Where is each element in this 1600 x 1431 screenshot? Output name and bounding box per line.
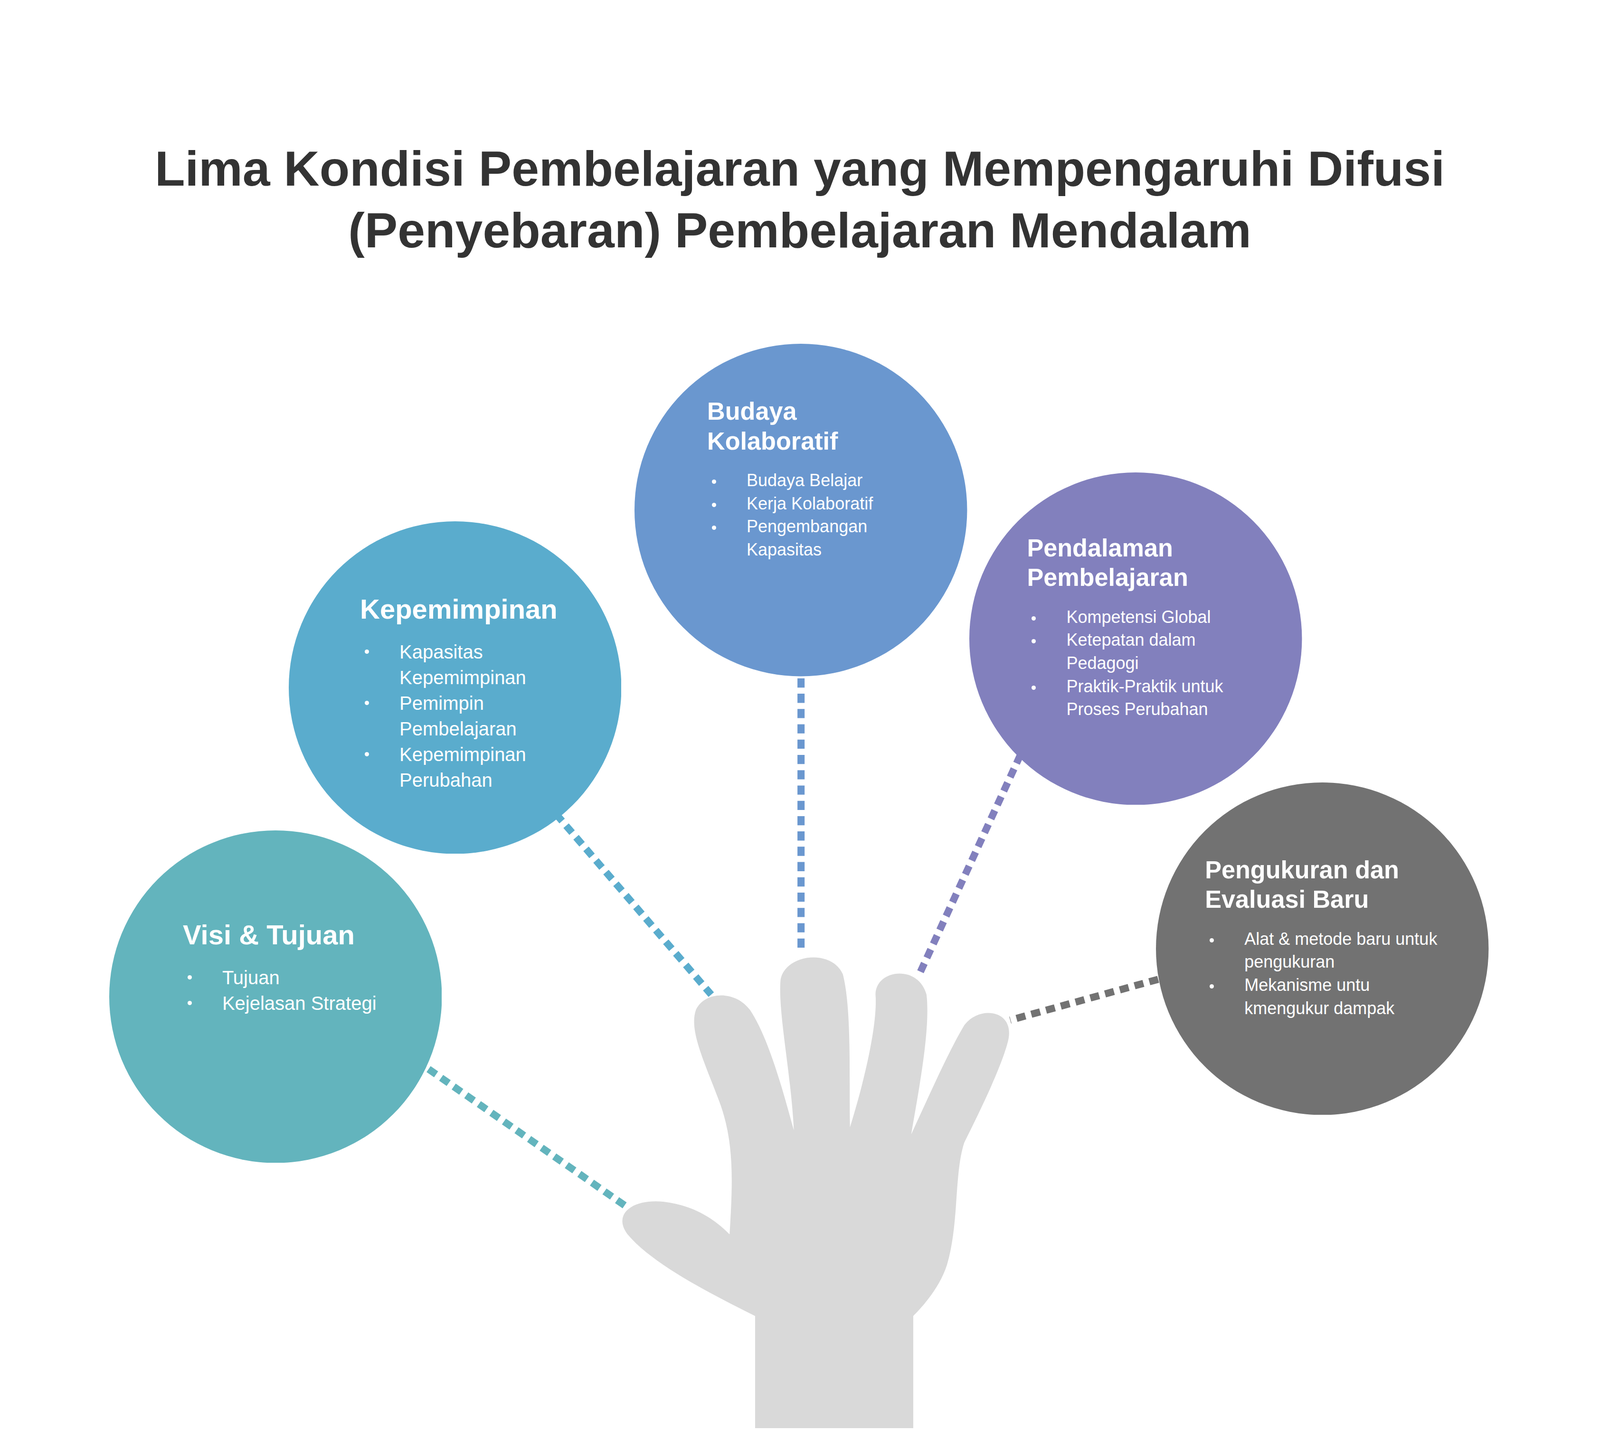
topic-circle: Pengukuran dan Evaluasi BaruAlat & metod…: [1155, 782, 1489, 1116]
bullet-text: Ketepatan dalam Pedagogi: [1066, 628, 1255, 675]
bullet-text: Kepemimpinan Perubahan: [399, 741, 569, 794]
bullet-dot: [1031, 616, 1036, 621]
circle-heading: Pendalaman Pembelajaran: [1026, 533, 1255, 593]
bullet-text: Kejelasan Strategi: [222, 990, 377, 1017]
circle-fill: [969, 472, 1302, 805]
bullet-row: Pemimpin Pembelajaran: [359, 690, 569, 742]
bullet-text: Pengembangan Kapasitas: [746, 515, 917, 562]
bullet-text: Kerja Kolaboratif: [746, 492, 873, 516]
circle-heading: Pengukuran dan Evaluasi Baru: [1204, 855, 1452, 915]
bullet-row: Kepemimpinan Perubahan: [359, 741, 569, 794]
bullet-row: Pengembangan Kapasitas: [707, 515, 917, 562]
bullet-dot: [187, 1001, 192, 1006]
bullet-text: Mekanisme untu kmengukur dampak: [1244, 974, 1452, 1021]
bullet-row: Mekanisme untu kmengukur dampak: [1204, 974, 1452, 1021]
circle-heading: Budaya Kolaboratif: [707, 396, 917, 456]
bullet-dot: [711, 479, 717, 484]
circle-fill: [109, 830, 442, 1164]
circle-content: Pengukuran dan Evaluasi BaruAlat & metod…: [1204, 855, 1452, 1021]
circle-content: Visi & TujuanTujuanKejelasan Strategi: [182, 918, 392, 1017]
bullet-dot: [1031, 685, 1036, 691]
topic-circle: Pendalaman PembelajaranKompetensi Global…: [969, 472, 1302, 805]
bullet-dot: [1209, 938, 1214, 943]
leader-line: [428, 1069, 630, 1210]
bullet-dot: [1209, 984, 1214, 989]
bullet-dot: [711, 502, 717, 508]
bullet-dot: [187, 975, 192, 980]
bullet-text: Praktik-Praktik untuk Proses Perubahan: [1066, 675, 1255, 722]
bullet-text: Kompetensi Global: [1066, 605, 1211, 630]
bullet-dot: [1031, 639, 1036, 644]
bullet-text: Budaya Belajar: [746, 469, 863, 493]
bullet-row: Kapasitas Kepemimpinan: [359, 639, 569, 691]
bullet-dot: [711, 525, 717, 531]
title: Lima Kondisi Pembelajaran yang Mempengar…: [111, 137, 1489, 262]
leader-line: [797, 678, 805, 955]
bullet-dot: [364, 700, 370, 706]
bullet-row: Praktik-Praktik untuk Proses Perubahan: [1026, 675, 1255, 722]
bullet-row: Tujuan: [182, 965, 392, 991]
bullet-text: Alat & metode baru untuk pengukuran: [1244, 927, 1452, 975]
bullet-row: Ketepatan dalam Pedagogi: [1026, 628, 1255, 675]
topic-circle: Budaya KolaboratifBudaya BelajarKerja Ko…: [634, 343, 967, 677]
circle-content: Pendalaman PembelajaranKompetensi Global…: [1026, 533, 1255, 722]
circle-heading: Kepemimpinan: [359, 592, 569, 626]
bullet-text: Tujuan: [222, 965, 280, 991]
bullet-row: Kompetensi Global: [1026, 605, 1255, 630]
circle-shape: [1155, 782, 1489, 1116]
leader-line: [556, 814, 712, 995]
bullet-row: Kejelasan Strategi: [182, 990, 392, 1017]
bullet-row: Alat & metode baru untuk pengukuran: [1204, 927, 1452, 975]
bullet-text: Kapasitas Kepemimpinan: [399, 639, 569, 691]
topic-circle: Visi & TujuanTujuanKejelasan Strategi: [109, 830, 442, 1164]
circle-fill: [288, 521, 622, 854]
bullet-dot: [364, 752, 370, 757]
circle-content: Budaya KolaboratifBudaya BelajarKerja Ko…: [707, 396, 917, 562]
bullet-row: Kerja Kolaboratif: [707, 492, 917, 516]
topic-circle: KepemimpinanKapasitas KepemimpinanPemimp…: [288, 521, 622, 854]
circle-heading: Visi & Tujuan: [182, 918, 392, 952]
circle-content: KepemimpinanKapasitas KepemimpinanPemimp…: [359, 592, 569, 794]
leader-line: [1010, 979, 1159, 1021]
leader-line: [918, 755, 1021, 977]
bullet-dot: [364, 649, 370, 654]
bullet-row: Budaya Belajar: [707, 469, 917, 493]
circle-fill: [1155, 782, 1489, 1116]
circle-fill: [634, 343, 967, 677]
hand-illustration: [622, 957, 1009, 1429]
bullet-text: Pemimpin Pembelajaran: [399, 690, 569, 742]
